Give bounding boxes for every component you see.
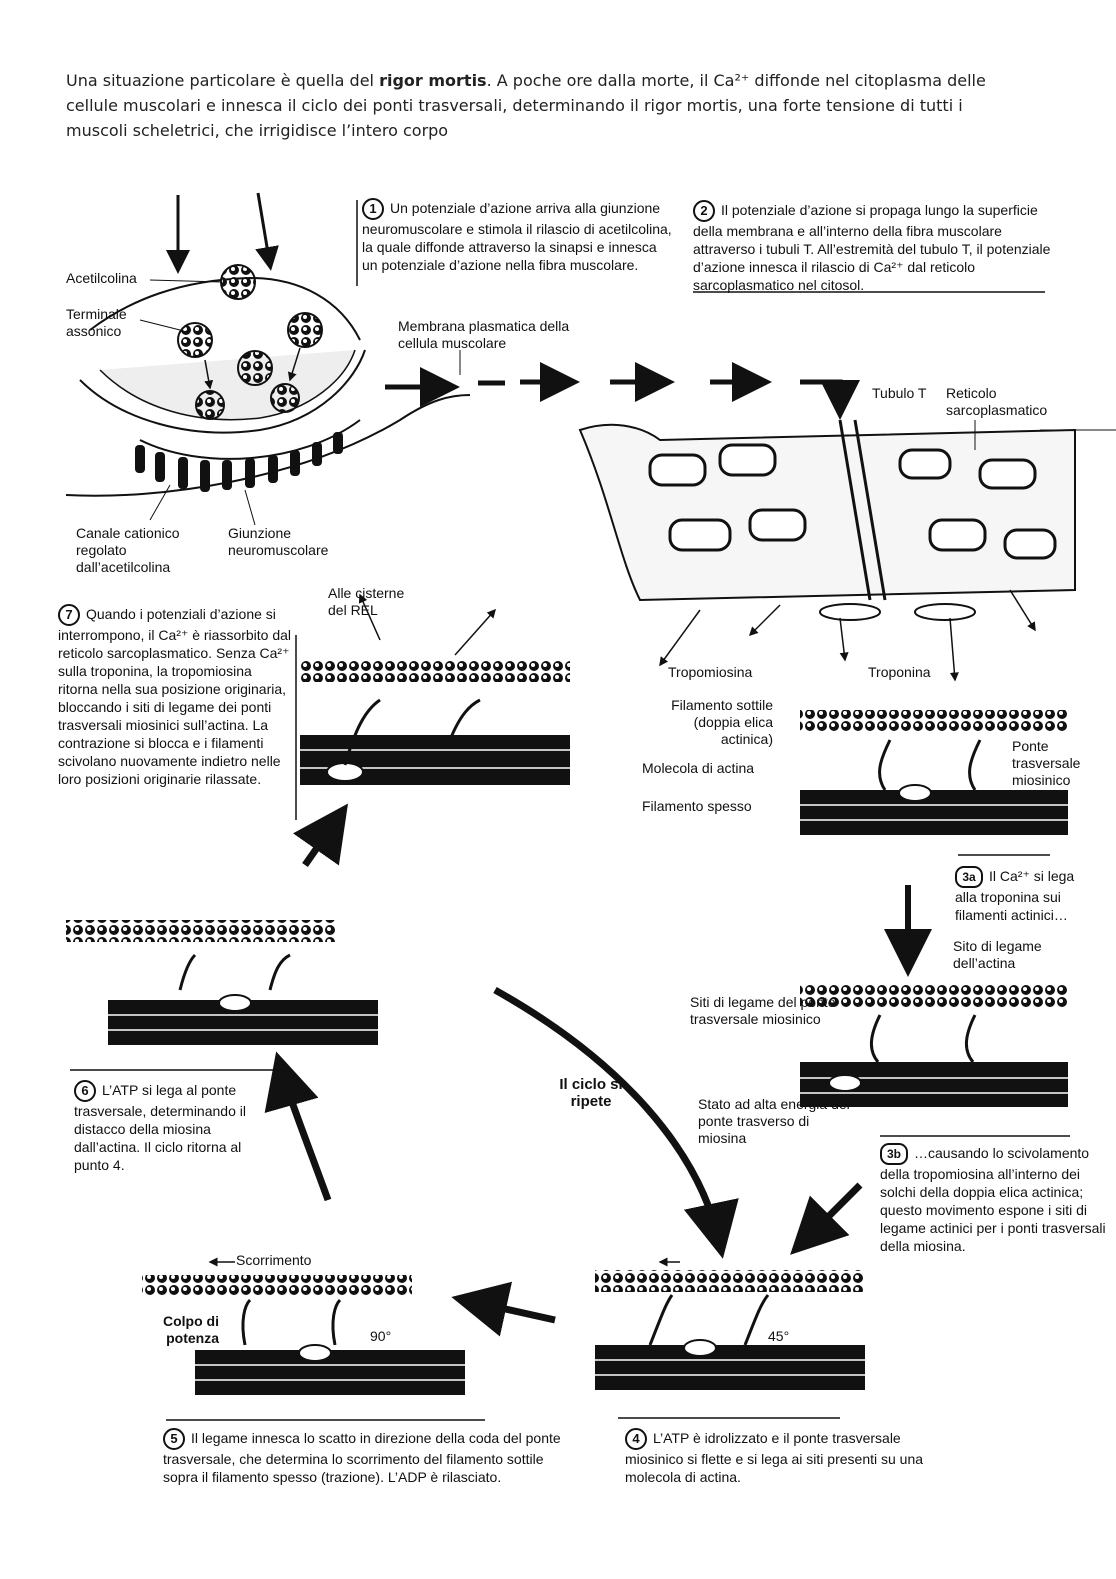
filament-panel-5 xyxy=(142,1257,465,1395)
filament-panel-7 xyxy=(295,593,570,820)
label-stato-alta-energia: Stato ad alta energia del ponte trasvers… xyxy=(698,1096,850,1146)
label-troponina: Troponina xyxy=(868,664,931,680)
step-number: 3a xyxy=(955,866,983,888)
receptor-channels xyxy=(135,432,343,492)
neuromuscular-junction xyxy=(65,192,471,526)
step-text: Il potenziale d’azione si propaga lungo … xyxy=(693,202,1051,293)
step-number: 2 xyxy=(693,200,715,222)
label-scorrimento: Scorrimento xyxy=(236,1252,312,1268)
label-canale-cationico: Canale cationico regolato dall’acetilcol… xyxy=(76,525,180,575)
intro-suffix: . A poche ore dalla morte, il Ca²⁺ diffo… xyxy=(66,71,986,140)
label-ponte-miosinico: Ponte trasversale miosinico xyxy=(1012,738,1081,788)
vesicle xyxy=(220,264,256,300)
label-filamento-spesso: Filamento spesso xyxy=(642,798,752,814)
label-molecola-actina: Molecola di actina xyxy=(642,760,755,776)
step-number: 5 xyxy=(163,1428,185,1450)
step-text: Il legame innesca lo scatto in direzione… xyxy=(163,1430,561,1485)
intro-prefix: Una situazione particolare è quella del xyxy=(66,71,380,90)
label-90-gradi: 90° xyxy=(370,1328,392,1344)
vesicle xyxy=(287,312,323,348)
step-number: 1 xyxy=(362,198,384,220)
step-text: Il Ca²⁺ si lega alla troponina sui filam… xyxy=(955,868,1075,923)
step-text: Quando i potenziali d’azione si interrom… xyxy=(58,606,292,787)
vesicle xyxy=(270,383,300,413)
vesicle xyxy=(177,322,213,358)
propagation-arrows xyxy=(385,362,860,420)
label-filamento-sottile: Filamento sottile (doppia elica actinica… xyxy=(671,697,773,747)
label-tubulo-t: Tubulo T xyxy=(872,385,927,401)
label-terminale-assonico: Terminale assonico xyxy=(66,306,127,339)
vesicle xyxy=(195,390,225,420)
label-cisterne-rel: Alle cisterne del REL xyxy=(328,585,405,618)
caption-rules xyxy=(70,200,1070,1421)
step-text: L’ATP si lega al ponte trasversale, dete… xyxy=(74,1082,246,1173)
sarcoplasmic-reticulum xyxy=(578,419,1076,682)
label-45-gradi: 45° xyxy=(768,1328,790,1344)
label-giunzione-neuromuscolare: Giunzione neuromuscolare xyxy=(228,525,329,558)
step-text: Un potenziale d’azione arriva alla giunz… xyxy=(362,200,672,273)
intro-paragraph: Una situazione particolare è quella del … xyxy=(66,68,1026,143)
vesicle xyxy=(237,350,273,386)
filament-panel-6 xyxy=(66,920,378,1045)
step-text: …causando lo scivolamento della tropomio… xyxy=(880,1145,1106,1254)
step-number: 4 xyxy=(625,1428,647,1450)
filament-panel-3b xyxy=(800,985,1068,1107)
label-ciclo-si-ripete: Il ciclo si ripete xyxy=(559,1076,623,1110)
filament-panel-4 xyxy=(595,1257,865,1390)
label-tropomiosina: Tropomiosina xyxy=(668,664,753,680)
label-acetilcolina: Acetilcolina xyxy=(66,270,137,286)
step-number: 7 xyxy=(58,604,80,626)
label-sito-legame-actina: Sito di legame dell’actina xyxy=(953,938,1042,971)
intro-bold: rigor mortis xyxy=(379,71,487,90)
step-3b: 3b…causando lo scivolamento della tropom… xyxy=(880,1143,1110,1255)
cycle-arrows xyxy=(264,803,863,1337)
label-membrana-plasmatica: Membrana plasmatica della cellula muscol… xyxy=(398,318,570,351)
label-colpo-di-potenza: Colpo di potenza xyxy=(163,1313,219,1346)
label-reticolo-sarcoplasmatico: Reticolo sarcoplasmatico xyxy=(946,385,1048,418)
step-text: L’ATP è idrolizzato e il ponte trasversa… xyxy=(625,1430,924,1485)
label-siti-legame-ponte: Siti di legame del ponte trasversale mio… xyxy=(690,994,836,1027)
filament-panel-3a xyxy=(800,710,1068,835)
step-number: 6 xyxy=(74,1080,96,1102)
step-number: 3b xyxy=(880,1143,908,1165)
